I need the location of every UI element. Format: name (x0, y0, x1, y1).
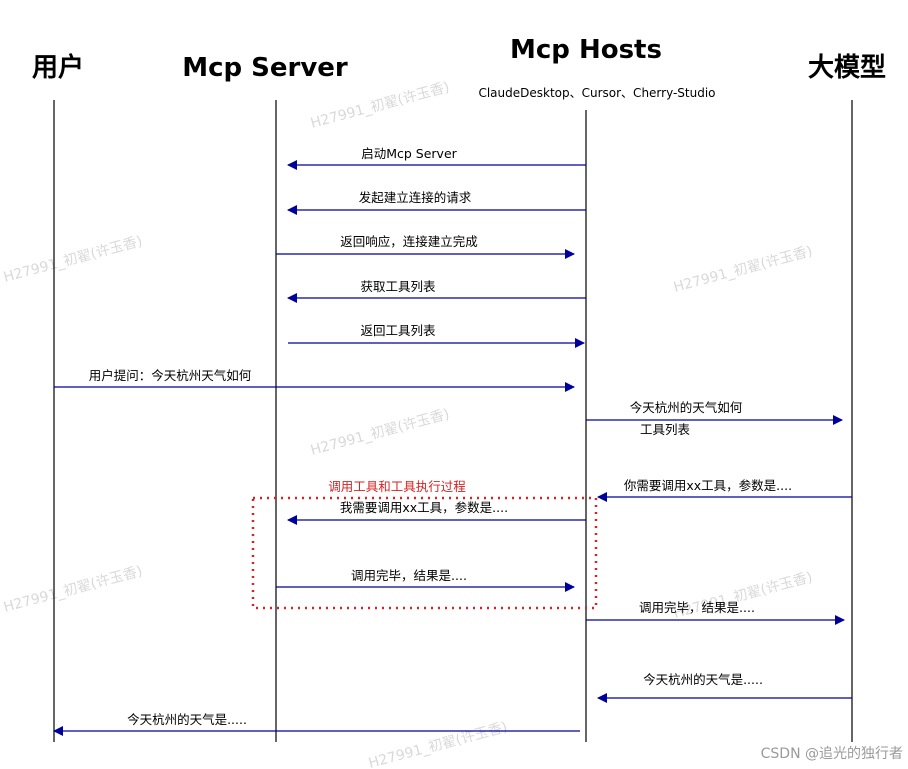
message-label: 你需要调用xx工具，参数是.... (624, 478, 792, 493)
actor-user: 用户 (32, 52, 84, 83)
watermark: H27991_初翟(许玉香) (672, 242, 815, 295)
actor-mcp-hosts: Mcp Hosts (510, 35, 662, 65)
message-label: 用户提问：今天杭州天气如何 (89, 368, 252, 383)
message-label: 启动Mcp Server (361, 146, 457, 161)
message-label: 返回工具列表 (360, 323, 436, 338)
watermarks: H27991_初翟(许玉香) H27991_初翟(许玉香) H27991_初翟(… (2, 78, 815, 769)
message-label: 调用完毕，结果是.... (351, 568, 467, 583)
message-label: 今天杭州的天气是..... (127, 712, 247, 727)
message-label: 调用完毕，结果是.... (639, 600, 755, 615)
watermark: H27991_初翟(许玉香) (309, 405, 452, 458)
watermark: H27991_初翟(许玉香) (367, 718, 510, 769)
message-label: 获取工具列表 (360, 279, 436, 294)
message-label: 今天杭州的天气是..... (643, 672, 763, 687)
message-label: 工具列表 (640, 422, 691, 437)
message-label: 发起建立连接的请求 (359, 190, 472, 205)
watermark: H27991_初翟(许玉香) (2, 562, 145, 615)
message-label: 今天杭州的天气如何 (630, 400, 743, 415)
message-label: 我需要调用xx工具，参数是.... (340, 500, 508, 515)
hosts-subtitle: ClaudeDesktop、Cursor、Cherry-Studio (478, 86, 715, 100)
watermark: H27991_初翟(许玉香) (309, 78, 452, 131)
actor-mcp-server: Mcp Server (182, 53, 348, 83)
message-label: 返回响应，连接建立完成 (340, 234, 478, 249)
tool-process-box (251, 496, 598, 610)
watermark: H27991_初翟(许玉香) (2, 232, 145, 285)
footer-credit: CSDN @追光的独行者 (761, 746, 903, 762)
tool-process-label: 调用工具和工具执行过程 (328, 479, 466, 494)
actor-llm: 大模型 (808, 53, 886, 83)
